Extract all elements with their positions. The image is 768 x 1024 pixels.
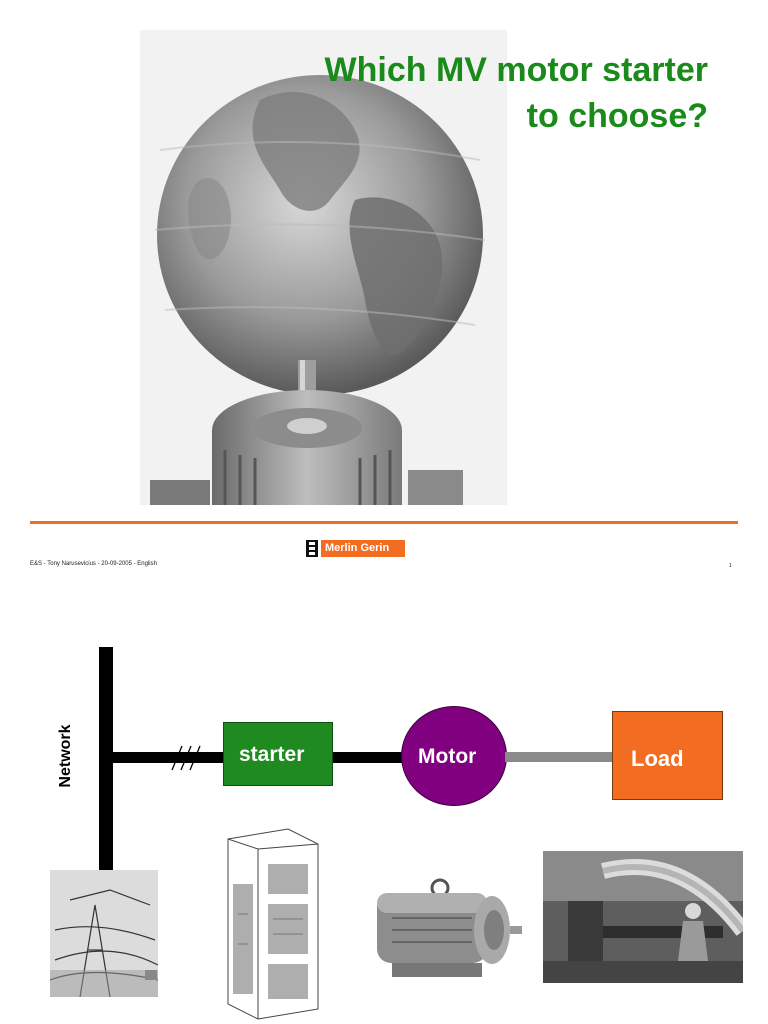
- three-phase-mark-icon: [171, 745, 201, 771]
- merlin-gerin-logo: Merlin Gerin: [306, 540, 406, 557]
- connector-motor-load: [505, 752, 615, 762]
- connector-network-starter: [112, 752, 224, 763]
- slide-title-line-1: Which MV motor starter: [324, 51, 708, 89]
- starter-label: starter: [239, 743, 305, 766]
- electric-motor-photo: [362, 868, 522, 990]
- switchgear-cabinet-sketch: [218, 824, 328, 1020]
- load-label: Load: [631, 746, 684, 771]
- orange-divider: [30, 521, 738, 524]
- motor-block: [401, 706, 507, 806]
- starter-block: [223, 722, 333, 786]
- logo-text: Merlin Gerin: [321, 540, 406, 557]
- network-busbar: [99, 647, 113, 870]
- load-block: [612, 711, 723, 800]
- pump-installation-photo: [543, 851, 743, 983]
- motor-label: Motor: [418, 745, 477, 768]
- footer-page-number: 1: [729, 563, 732, 569]
- transmission-tower-photo: [50, 870, 158, 997]
- globe-motor-illustration: [140, 30, 507, 505]
- slide-title-line-2: to choose?: [526, 97, 708, 135]
- connector-starter-motor: [333, 752, 403, 763]
- globe-motor-photo: [140, 30, 507, 505]
- footer-author: E&S - Tony Narusevicius - 20-09-2005 - E…: [30, 561, 157, 567]
- network-label-text: Network: [57, 724, 74, 788]
- logo-mark-icon: [306, 540, 318, 557]
